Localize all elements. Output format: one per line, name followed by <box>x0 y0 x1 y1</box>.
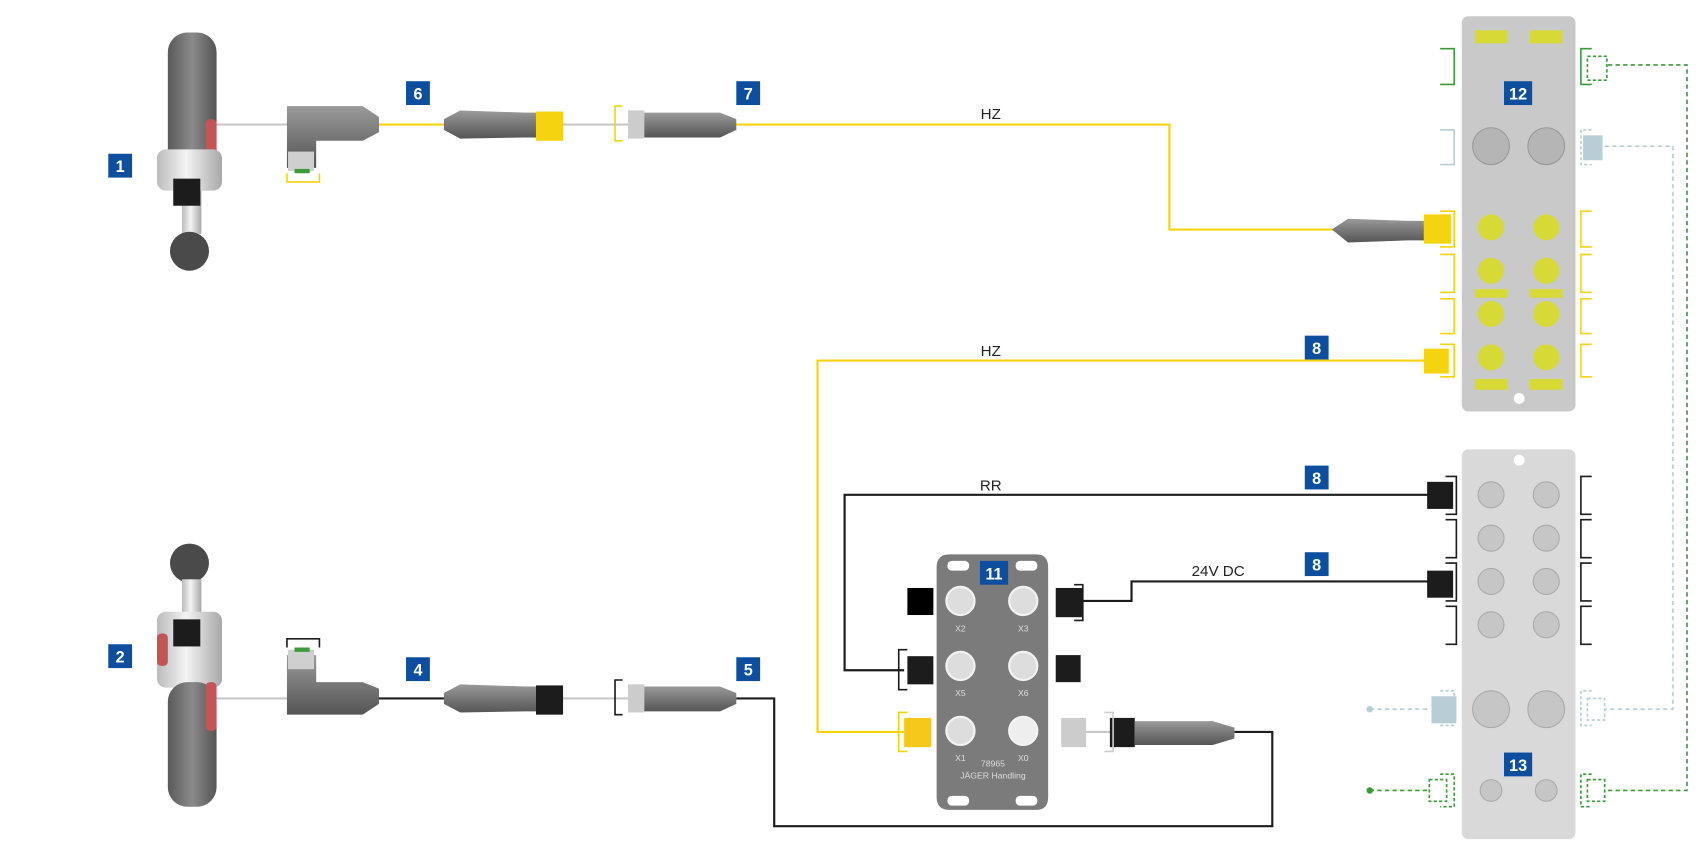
svg-text:8: 8 <box>1312 470 1321 488</box>
badge-1: 1 <box>108 153 133 178</box>
connector-module12[interactable] <box>1331 214 1451 244</box>
svg-text:12: 12 <box>1509 86 1527 104</box>
svg-text:4: 4 <box>413 662 422 680</box>
wire-label-hz-top: HZ <box>981 106 1001 123</box>
badge-13: 13 <box>1504 752 1533 777</box>
badge-8-dc: 8 <box>1304 552 1329 577</box>
cable-5-x0 <box>736 697 1274 828</box>
badge-4: 4 <box>406 657 430 682</box>
port-label-x3: X3 <box>1018 623 1029 633</box>
badge-8-rr: 8 <box>1304 465 1329 490</box>
port-label-x5: X5 <box>955 688 966 698</box>
svg-text:11: 11 <box>985 565 1002 583</box>
cable-hz-mid <box>816 359 1430 734</box>
tool-2[interactable] <box>157 543 222 807</box>
connector-female-top[interactable] <box>443 110 564 141</box>
wire-label-24vdc: 24V DC <box>1192 563 1245 580</box>
badge-8-hz: 8 <box>1304 335 1329 360</box>
angle-connector-4[interactable] <box>286 638 379 715</box>
svg-text:8: 8 <box>1312 557 1321 575</box>
cable-24vdc <box>1082 580 1430 603</box>
box-id: 78965 <box>981 759 1005 769</box>
svg-text:5: 5 <box>744 662 753 680</box>
tool-1[interactable] <box>157 32 222 271</box>
connector-x0[interactable] <box>1109 717 1235 748</box>
io-module-12[interactable] <box>1461 16 1576 412</box>
angle-connector-6[interactable] <box>286 106 379 183</box>
wire-label-hz-mid: HZ <box>981 343 1001 360</box>
port-markers <box>904 135 1603 748</box>
svg-text:8: 8 <box>1312 340 1321 358</box>
box-maker: JÄGER Handling <box>960 771 1026 781</box>
connector-female-bottom[interactable] <box>443 684 564 715</box>
green-dashed-wire <box>1369 64 1688 792</box>
svg-text:6: 6 <box>413 86 422 104</box>
cable-hz-top <box>736 123 1430 231</box>
badge-12: 12 <box>1504 81 1533 106</box>
badge-5: 5 <box>736 657 761 682</box>
port-brackets <box>897 47 1608 808</box>
badge-7: 7 <box>736 81 761 106</box>
badge-2: 2 <box>108 644 133 669</box>
port-label-x1: X1 <box>955 753 966 763</box>
connector-male-5[interactable] <box>614 679 737 716</box>
svg-text:1: 1 <box>116 158 125 176</box>
io-module-13[interactable] <box>1461 449 1576 840</box>
connector-male-7[interactable] <box>614 105 737 142</box>
io-box-11[interactable]: X2 X3 X5 X6 X1 X0 78965 JÄGER Handling <box>936 554 1049 810</box>
lightblue-dot <box>1366 705 1373 713</box>
cable-rr <box>843 493 1430 672</box>
green-dot <box>1366 787 1373 794</box>
badge-11: 11 <box>979 560 1009 585</box>
svg-text:13: 13 <box>1509 757 1527 775</box>
badge-6: 6 <box>406 81 430 106</box>
lightblue-dashed-wire <box>1369 145 1674 711</box>
port-label-x2: X2 <box>955 623 966 633</box>
svg-text:7: 7 <box>744 86 753 104</box>
port-label-x0: X0 <box>1018 753 1029 763</box>
svg-text:2: 2 <box>116 649 125 667</box>
wire-label-rr: RR <box>980 478 1002 495</box>
port-label-x6: X6 <box>1018 688 1029 698</box>
